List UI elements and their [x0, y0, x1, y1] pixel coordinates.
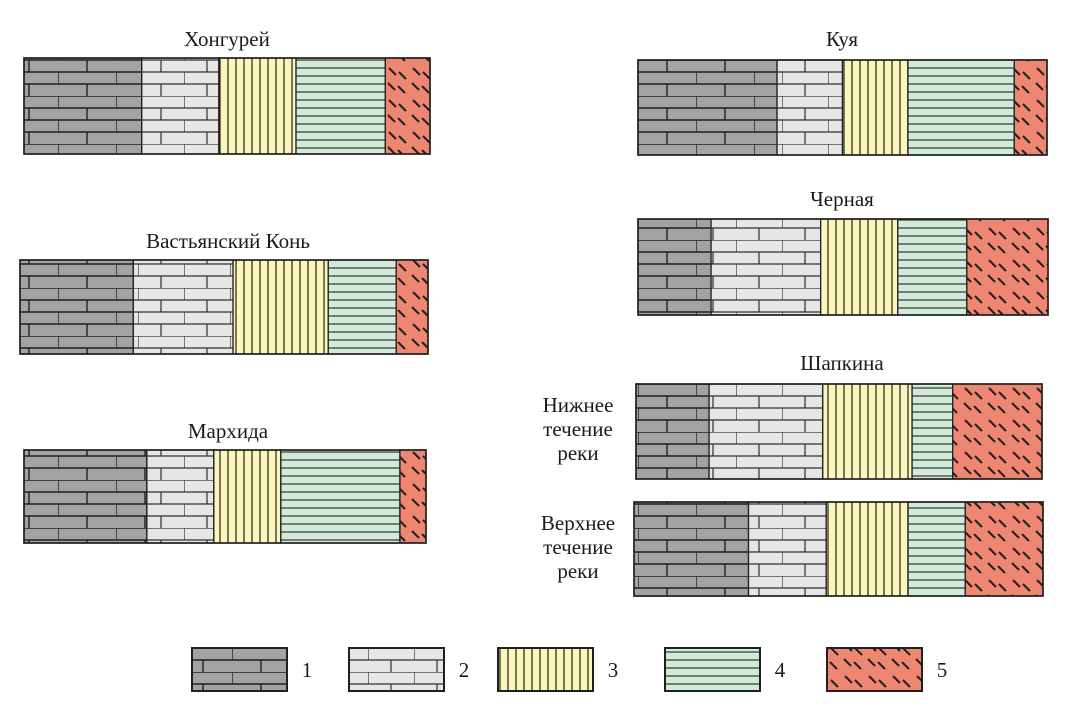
bar-label: Нижнее [543, 393, 614, 417]
segment-dark-gray [637, 218, 712, 316]
segment-yellow [213, 449, 282, 544]
segment-dark-gray [23, 57, 143, 155]
legend-item: 5 [826, 647, 948, 692]
group-title: Шапкина [800, 351, 884, 375]
segment-dark-gray [635, 383, 710, 480]
segment-yellow [820, 218, 899, 316]
legend-swatch-dark-gray [191, 647, 288, 692]
legend-item: 1 [191, 647, 313, 692]
segment-salmon [966, 218, 1049, 316]
bar-outline [637, 218, 1049, 316]
composition-bar [637, 218, 1049, 316]
composition-bar [635, 383, 1043, 480]
segment-yellow [825, 501, 909, 597]
composition-bar [19, 259, 429, 355]
segment-green [897, 218, 968, 316]
segment-salmon [384, 57, 431, 155]
bar-outline [23, 449, 427, 544]
composition-bar [633, 501, 1044, 597]
segment-salmon [395, 259, 429, 355]
segment-light-gray [747, 501, 827, 597]
legend-label: 3 [608, 658, 619, 682]
segment-green [280, 449, 401, 544]
segment-salmon [1013, 59, 1048, 156]
bar-outline [23, 57, 431, 155]
segment-green [911, 383, 954, 480]
legend: 1 2 3 4 5 [191, 647, 948, 692]
bar-title: Черная [810, 187, 874, 211]
legend-label: 5 [937, 658, 948, 682]
segment-green [907, 59, 1015, 156]
legend-label: 2 [459, 658, 470, 682]
legend-swatch-light-gray [348, 647, 445, 692]
segment-dark-gray [637, 59, 778, 156]
bar-title: Куя [826, 27, 858, 51]
bar-title: Хонгурей [184, 27, 270, 51]
segment-light-gray [710, 218, 822, 316]
segment-dark-gray [633, 501, 750, 597]
legend-label: 4 [775, 658, 786, 682]
segment-light-gray [708, 383, 824, 480]
bar-outline [19, 259, 429, 355]
segment-green [907, 501, 966, 597]
segment-light-gray [776, 59, 844, 156]
segment-salmon [964, 501, 1044, 597]
legend-swatch-yellow [497, 647, 594, 692]
bar-title: Мархида [188, 419, 269, 443]
bar-outline [635, 383, 1043, 480]
bar-title: Вастьянский Конь [146, 229, 310, 253]
segment-yellow [218, 57, 297, 155]
segment-yellow [822, 383, 913, 480]
segment-green [327, 259, 397, 355]
segment-salmon [399, 449, 427, 544]
legend-item: 3 [497, 647, 619, 692]
bar-label: Верхнее [541, 511, 615, 535]
segment-dark-gray [19, 259, 134, 355]
bar-label: реки [557, 559, 598, 583]
legend-item: 2 [348, 647, 470, 692]
segment-salmon [952, 383, 1043, 480]
segment-dark-gray [23, 449, 148, 544]
segment-light-gray [141, 57, 220, 155]
segment-yellow [841, 59, 909, 156]
segment-light-gray [146, 449, 215, 544]
legend-swatch-salmon [826, 647, 923, 692]
segment-light-gray [132, 259, 234, 355]
bar-label: реки [557, 441, 598, 465]
segment-yellow [232, 259, 329, 355]
legend-item: 4 [664, 647, 786, 692]
composition-bar [637, 59, 1048, 156]
legend-label: 1 [302, 658, 313, 682]
bar-outline [637, 59, 1048, 156]
bar-outline [633, 501, 1044, 597]
bar-label: течение [543, 417, 613, 441]
segment-green [295, 57, 386, 155]
composition-bar [23, 57, 431, 155]
legend-swatch-green [664, 647, 761, 692]
bar-label: течение [543, 535, 613, 559]
composition-bar [23, 449, 427, 544]
